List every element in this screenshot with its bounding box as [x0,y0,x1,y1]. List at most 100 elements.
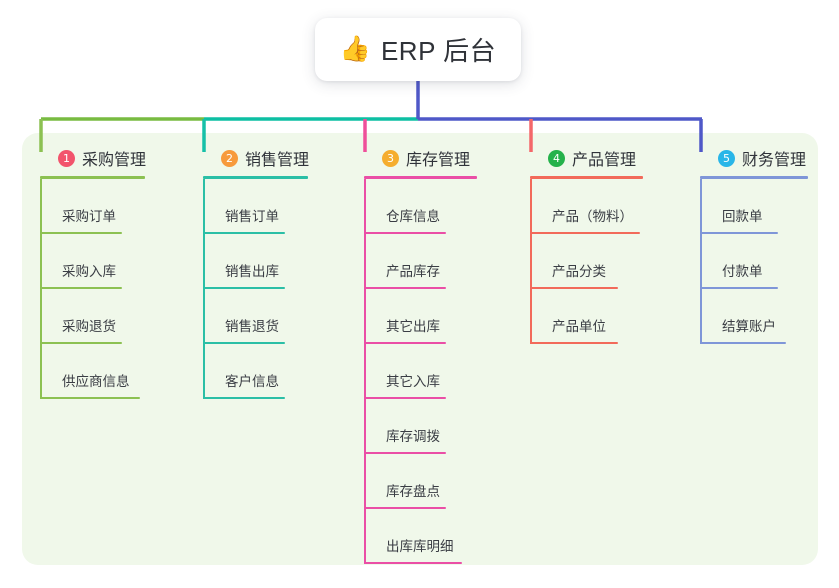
branches-panel [22,133,818,565]
leaf-label: 付款单 [722,264,763,279]
branch-header-5[interactable]: 5 财务管理 [700,146,808,170]
leaf-underline [40,397,140,399]
leaf-item[interactable]: 结算账户 [700,289,808,344]
branch-header-2[interactable]: 2 销售管理 [203,146,315,170]
branch-underline-4 [530,176,643,179]
leaf-item[interactable]: 出库库明细 [364,509,480,564]
branch-underline-3 [364,176,477,179]
branch-spine-4 [530,179,532,344]
leaf-underline [364,507,446,509]
thumbs-up-emoji: 👍 [339,35,371,63]
leaf-label: 产品库存 [386,264,440,279]
branch-title-5: 财务管理 [742,152,807,169]
leaf-label: 库存盘点 [386,484,440,499]
leaf-label: 产品单位 [552,319,606,334]
branch-badge-1: 1 [58,149,75,167]
branch-items-1: 采购订单采购入库采购退货供应商信息 [40,179,162,399]
branch-spine-5 [700,179,702,344]
branch-badge-4: 4 [548,149,565,167]
branch-spine-2 [203,179,205,399]
branch-title-4: 产品管理 [572,152,637,169]
leaf-label: 供应商信息 [62,374,130,389]
leaf-label: 结算账户 [722,319,776,334]
leaf-item[interactable]: 采购订单 [40,179,162,234]
leaf-underline [700,232,778,234]
leaf-item[interactable]: 产品（物料） [530,179,646,234]
leaf-label: 产品分类 [552,264,606,279]
leaf-item[interactable]: 供应商信息 [40,344,162,399]
leaf-label: 销售出库 [225,264,279,279]
leaf-label: 采购订单 [62,209,116,224]
leaf-underline [364,342,446,344]
leaf-label: 库存调拨 [386,429,440,444]
leaf-item[interactable]: 销售出库 [203,234,315,289]
branch-title-2: 销售管理 [245,152,310,169]
leaf-item[interactable]: 销售订单 [203,179,315,234]
branch-spine-1 [40,179,42,399]
leaf-item[interactable]: 库存盘点 [364,454,480,509]
branch-column-1: 1 采购管理采购订单采购入库采购退货供应商信息 [40,146,162,399]
leaf-underline [40,342,122,344]
branch-spine-3 [364,179,366,564]
leaf-label: 销售订单 [225,209,279,224]
leaf-item[interactable]: 客户信息 [203,344,315,399]
leaf-underline [203,287,285,289]
leaf-item[interactable]: 产品分类 [530,234,646,289]
leaf-underline [40,287,122,289]
leaf-underline [364,397,446,399]
leaf-underline [203,232,285,234]
leaf-label: 采购退货 [62,319,116,334]
leaf-item[interactable]: 采购入库 [40,234,162,289]
leaf-underline [530,287,618,289]
root-title: ERP 后台 [380,36,497,66]
leaf-item[interactable]: 仓库信息 [364,179,480,234]
branch-header-1[interactable]: 1 采购管理 [40,146,162,170]
branch-title-1: 采购管理 [82,152,147,169]
branch-items-4: 产品（物料） 产品分类产品单位 [530,179,646,344]
branch-column-4: 4 产品管理产品（物料） 产品分类产品单位 [530,146,646,344]
leaf-underline [530,342,618,344]
branch-column-3: 3 库存管理仓库信息产品库存其它出库其它入库库存调拨库存盘点出库库明细 [364,146,480,564]
leaf-underline [700,342,786,344]
leaf-item[interactable]: 其它入库 [364,344,480,399]
branch-items-5: 回款单付款单结算账户 [700,179,808,344]
leaf-underline [364,287,446,289]
branch-items-2: 销售订单销售出库销售退货客户信息 [203,179,315,399]
leaf-item[interactable]: 库存调拨 [364,399,480,454]
leaf-label: 其它出库 [386,319,440,334]
leaf-underline [203,397,285,399]
leaf-item[interactable]: 产品库存 [364,234,480,289]
root-node[interactable]: 👍 ERP 后台 [315,18,521,81]
leaf-underline [530,232,640,234]
branch-badge-2: 2 [221,149,238,167]
leaf-underline [40,232,122,234]
leaf-underline [203,342,285,344]
leaf-item[interactable]: 其它出库 [364,289,480,344]
branch-badge-5: 5 [718,149,735,167]
leaf-underline [364,452,446,454]
leaf-underline [364,562,462,564]
leaf-item[interactable]: 回款单 [700,179,808,234]
branch-column-2: 2 销售管理销售订单销售出库销售退货客户信息 [203,146,315,399]
leaf-label: 仓库信息 [386,209,440,224]
branch-title-3: 库存管理 [406,152,471,169]
leaf-item[interactable]: 产品单位 [530,289,646,344]
branch-underline-1 [40,176,145,179]
branch-header-3[interactable]: 3 库存管理 [364,146,480,170]
leaf-underline [700,287,778,289]
leaf-label: 其它入库 [386,374,440,389]
branch-underline-2 [203,176,308,179]
leaf-item[interactable]: 付款单 [700,234,808,289]
branch-badge-3: 3 [382,149,399,167]
branch-column-5: 5 财务管理回款单付款单结算账户 [700,146,808,344]
leaf-label: 客户信息 [225,374,279,389]
leaf-label: 采购入库 [62,264,116,279]
leaf-item[interactable]: 销售退货 [203,289,315,344]
branch-underline-5 [700,176,808,179]
leaf-item[interactable]: 采购退货 [40,289,162,344]
leaf-label: 销售退货 [225,319,279,334]
branch-header-4[interactable]: 4 产品管理 [530,146,646,170]
leaf-underline [364,232,446,234]
branch-items-3: 仓库信息产品库存其它出库其它入库库存调拨库存盘点出库库明细 [364,179,480,564]
leaf-label: 出库库明细 [386,539,454,554]
